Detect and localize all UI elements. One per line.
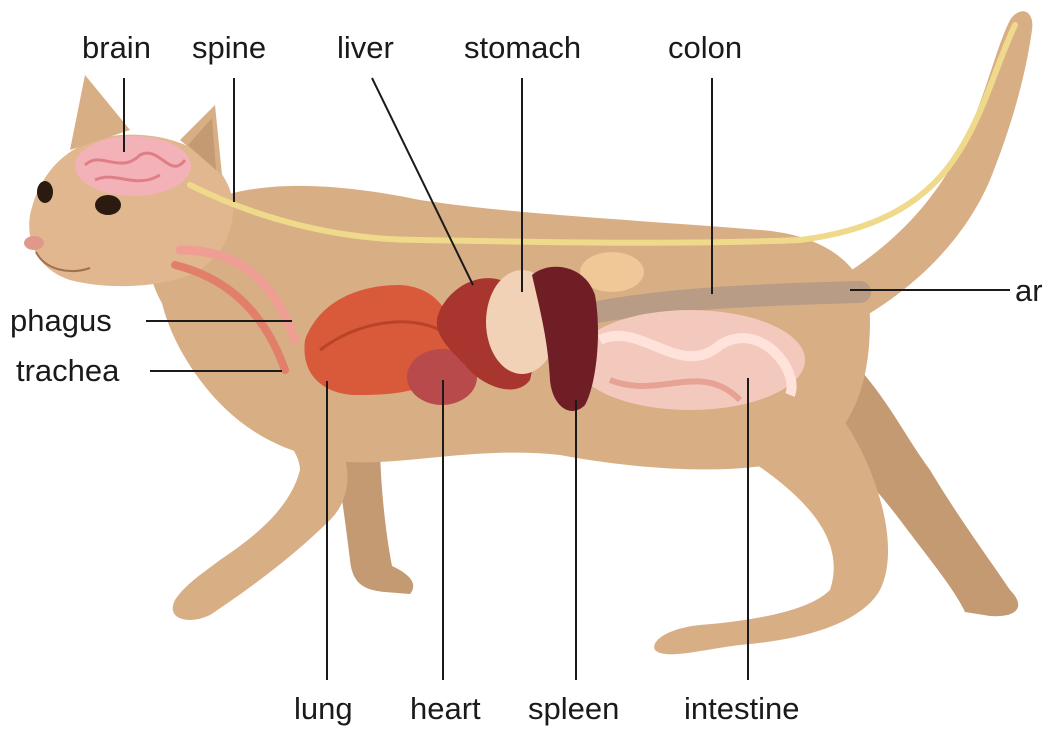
label-intestine: intestine xyxy=(684,693,799,724)
label-trachea: trachea xyxy=(16,355,119,386)
label-stomach: stomach xyxy=(464,32,581,63)
label-brain: brain xyxy=(82,32,151,63)
label-lung: lung xyxy=(294,693,353,724)
label-liver: liver xyxy=(337,32,394,63)
label-heart: heart xyxy=(410,693,481,724)
label-spleen: spleen xyxy=(528,693,619,724)
eye-right xyxy=(95,195,121,215)
label-esophagus: phagus xyxy=(10,305,112,336)
label-colon: colon xyxy=(668,32,742,63)
eye-left xyxy=(37,181,53,203)
intestine xyxy=(575,310,805,410)
nose xyxy=(24,236,44,250)
label-anus: ar xyxy=(1015,275,1043,306)
label-spine: spine xyxy=(192,32,266,63)
